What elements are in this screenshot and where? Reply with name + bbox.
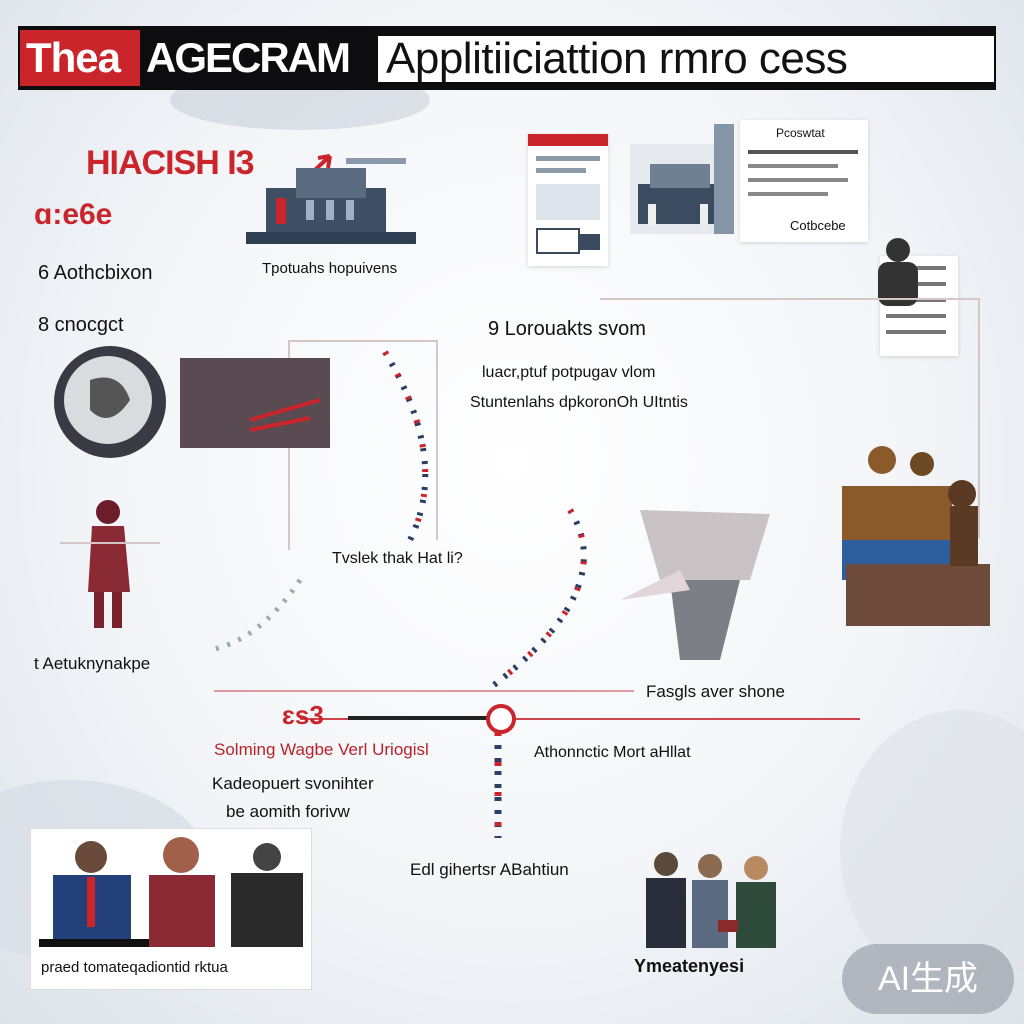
flow-question: Tvslek thak Hat li?: [332, 550, 463, 567]
title-middle: AGECRAM: [146, 34, 351, 81]
connector-line: [600, 298, 980, 300]
timeline-bottom-label: Edl gihertsr ABahtiun: [410, 860, 569, 879]
right-step-label: Fasgls aver shone: [646, 682, 785, 701]
info-card-label-2: Cotbcebe: [790, 218, 846, 233]
timeline-center-label: Athonnctic Mort aHllat: [534, 744, 691, 761]
info-card-label-1: Pcoswtat: [776, 126, 825, 140]
section-heading: HIACISH I3: [86, 144, 255, 182]
step-6-label: 6 Aothcbixon: [38, 262, 153, 284]
timeline-label-red: Solming Wagbe Verl Uriogisl: [214, 740, 429, 759]
timeline-label-2: Kadeopuert svonihter: [212, 774, 374, 793]
title-red-block: [20, 30, 140, 86]
timeline-line: [300, 718, 860, 720]
timeline-dark-segment: [348, 716, 488, 720]
connector-line: [436, 340, 438, 540]
machine-illustration: [630, 124, 734, 234]
divider: [60, 542, 160, 544]
document-illustration: [528, 134, 608, 266]
person-figure-illustration: [88, 500, 130, 628]
people-card: praed tomateqadiontid rktua: [30, 828, 312, 990]
building-illustration: [246, 158, 416, 244]
dotted-flow-arcs: [209, 350, 587, 691]
section-subheading: ɑ:e6e: [34, 198, 113, 231]
meeting-caption: Ymeatenyesi: [634, 956, 745, 976]
ai-generated-badge: AI生成: [842, 944, 1014, 1014]
step-9-description-2: Stuntenlahs dpkoronOh UItntis: [470, 394, 688, 411]
timeline-line-upper: [214, 690, 634, 692]
step-9-description-1: luacr,ptuf potpugav vlom: [482, 364, 656, 381]
person-silhouette-icon: [878, 238, 918, 306]
timeline-label-3: be aomith forivw: [226, 802, 350, 821]
info-card: Pcoswtat Cotbcebe: [740, 120, 868, 242]
title-prefix: Thea: [26, 34, 121, 81]
step-e-label: t Aetuknynakpe: [34, 654, 151, 673]
timeline-dotted-drop: [494, 732, 502, 838]
title-white-block: Applitiiciattion rmro cess: [378, 34, 994, 83]
package-illustration: [620, 510, 770, 660]
step-9-label: 9 Lorouakts svom: [488, 318, 646, 340]
connector-line: [978, 298, 980, 538]
people-card-caption: praed tomateqadiontid rktua: [41, 959, 228, 976]
title-banner: Thea AGECRAM Applitiiciattion rmro cess: [18, 26, 996, 90]
timeline-marker-label: ɛs3: [282, 700, 324, 730]
globe-laptop-illustration: [54, 346, 330, 458]
connector-line: [288, 340, 438, 342]
building-caption: Tpotuahs hopuivens: [262, 260, 398, 277]
meeting-illustration: [646, 852, 776, 948]
business-people-illustration: [39, 837, 303, 947]
step-8-label: 8 cnocgct: [38, 314, 124, 336]
page-title: Applitiiciattion rmro cess: [386, 34, 848, 83]
team-illustration: [842, 446, 990, 626]
